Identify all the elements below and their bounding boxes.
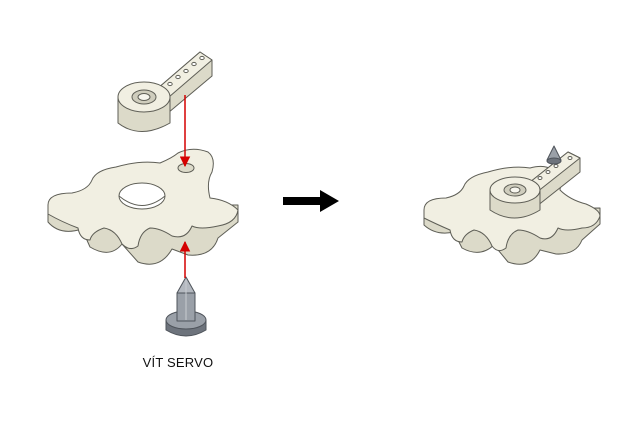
gear-plate-icon [47,148,239,265]
assembled-part-icon [423,145,601,265]
servo-horn-icon [117,51,213,132]
right-arrow-icon [283,190,339,212]
servo-screw-icon [165,276,207,337]
screw-label: VÍT SERVO [142,355,214,370]
